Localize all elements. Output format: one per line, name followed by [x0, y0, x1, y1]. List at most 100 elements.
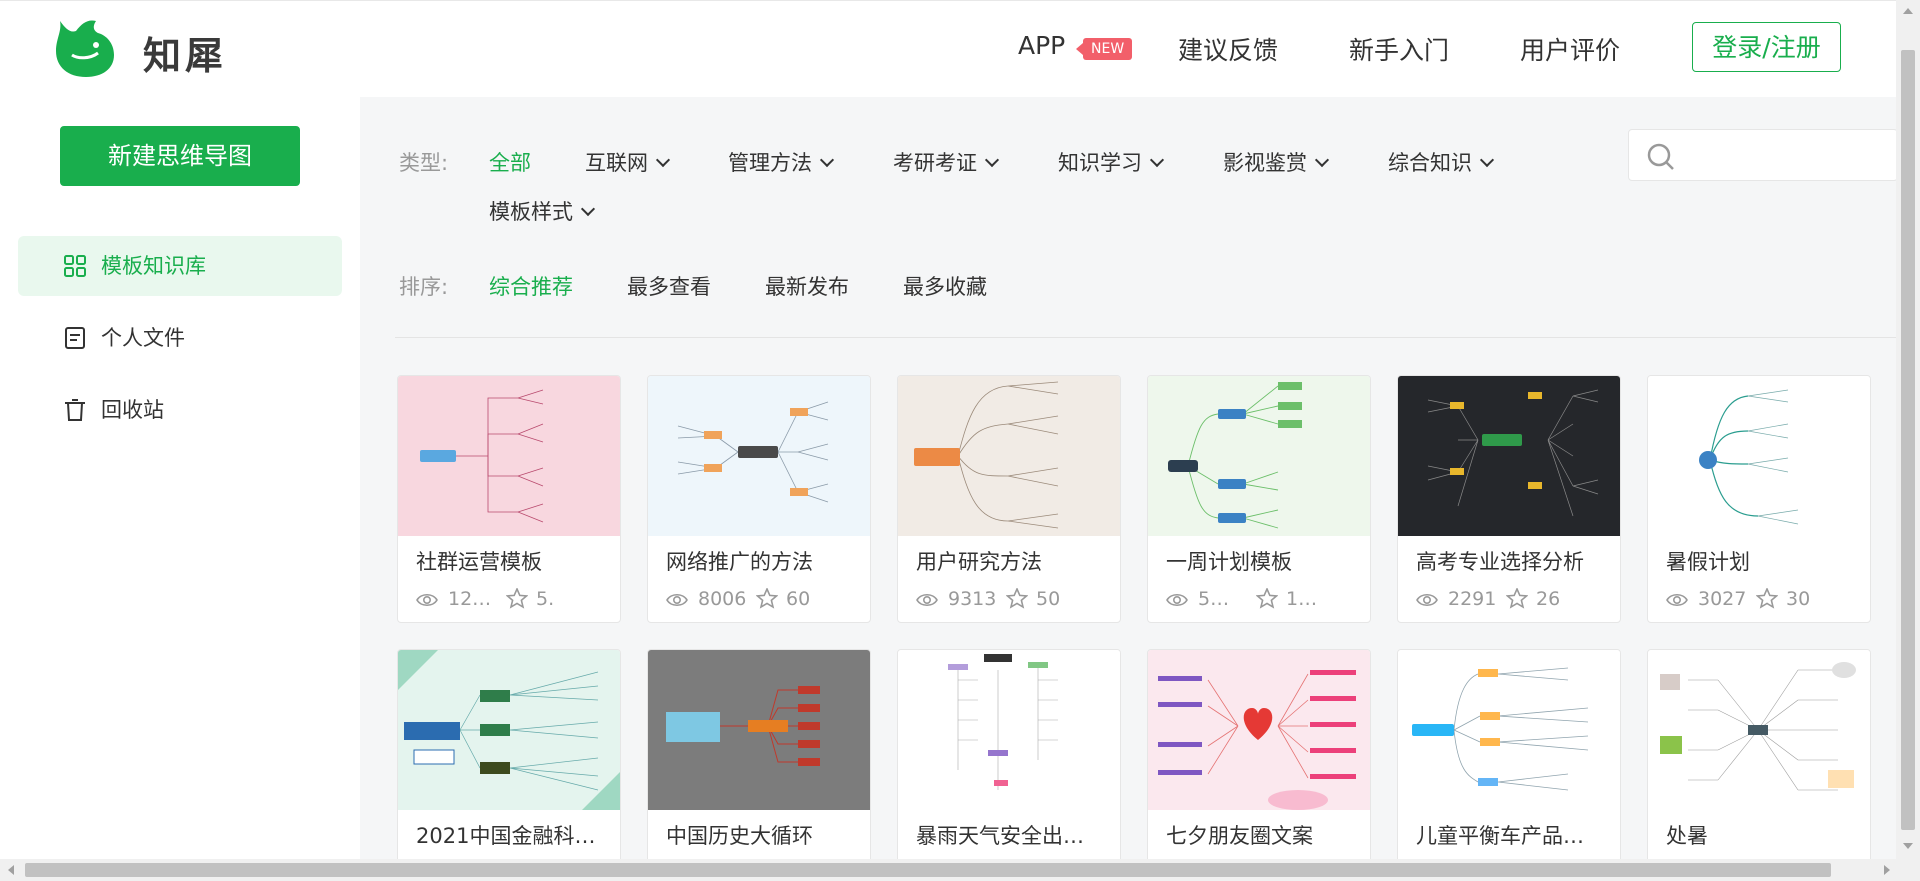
sidebar-item-label: 个人文件: [101, 326, 185, 350]
filter-label: 考研考证: [893, 151, 977, 175]
sidebar-item-personal-files[interactable]: 个人文件: [18, 308, 342, 368]
sidebar-item-templates[interactable]: 模板知识库: [18, 236, 342, 296]
scroll-up-arrow-icon[interactable]: [1903, 8, 1913, 14]
sort-newest[interactable]: 最新发布: [765, 275, 849, 299]
chevron-down-icon: [1314, 152, 1330, 168]
card-stats: 8006 60: [666, 587, 816, 610]
template-card[interactable]: 社群运营模板 12… 5.: [397, 375, 621, 623]
card-title: 中国历史大循环: [666, 824, 813, 848]
thumb-bg: [1148, 376, 1370, 536]
card-title: 用户研究方法: [916, 550, 1042, 574]
nav-app[interactable]: APP: [1018, 31, 1066, 60]
card-stats: 3027 30: [1666, 587, 1816, 610]
new-badge: NEW: [1075, 38, 1133, 60]
main-content: 类型: 全部 互联网 管理方法 考研考证 知识学习 影视鉴赏 综合知识 模板样式…: [360, 97, 1898, 869]
card-title: 处暑: [1666, 824, 1708, 848]
filter-general-knowledge[interactable]: 综合知识: [1388, 147, 1495, 177]
mindmap-thumbnail: [1398, 650, 1620, 810]
sort-recommended[interactable]: 综合推荐: [489, 275, 573, 299]
filter-learning[interactable]: 知识学习: [1058, 147, 1165, 177]
filter-label: 影视鉴赏: [1223, 151, 1307, 175]
filter-exams[interactable]: 考研考证: [893, 147, 1000, 177]
template-card[interactable]: 高考专业选择分析 2291 26: [1397, 375, 1621, 623]
card-stats: 12… 5.: [416, 587, 566, 610]
scroll-down-arrow-icon[interactable]: [1903, 843, 1913, 849]
view-count: 2291: [1448, 588, 1497, 610]
eye-icon: [1666, 593, 1688, 607]
divider: [395, 337, 1898, 338]
grid-icon: [64, 255, 86, 277]
star-count: 1…: [1286, 588, 1317, 610]
sidebar-item-recycle-bin[interactable]: 回收站: [18, 380, 342, 440]
template-card[interactable]: 中国历史大循环: [647, 649, 871, 869]
eye-icon: [416, 593, 438, 607]
card-title: 社群运营模板: [416, 550, 542, 574]
template-card[interactable]: 网络推广的方法 8006 60: [647, 375, 871, 623]
card-title: 七夕朋友圈文案: [1166, 824, 1313, 848]
filter-label: 互联网: [585, 151, 648, 175]
template-card[interactable]: 七夕朋友圈文案: [1147, 649, 1371, 869]
sort-most-viewed[interactable]: 最多查看: [627, 275, 711, 299]
star-icon: [755, 587, 779, 609]
horizontal-scroll-thumb[interactable]: [25, 863, 1831, 877]
nav-feedback[interactable]: 建议反馈: [1178, 36, 1279, 65]
brand-name[interactable]: 知犀: [143, 34, 228, 78]
top-header: 知犀 APP NEW 建议反馈 新手入门 用户评价 登录/注册: [0, 0, 1896, 98]
star-count: 30: [1786, 588, 1811, 610]
filter-label: 知识学习: [1058, 151, 1142, 175]
mindmap-thumbnail: [898, 376, 1120, 536]
filter-all[interactable]: 全部: [489, 151, 531, 175]
rhino-logo-icon[interactable]: [52, 17, 118, 79]
template-card[interactable]: 用户研究方法 9313 50: [897, 375, 1121, 623]
filter-internet[interactable]: 互联网: [585, 147, 671, 177]
star-icon: [1255, 587, 1279, 609]
mindmap-thumbnail: [398, 376, 620, 536]
chevron-down-icon: [1479, 152, 1495, 168]
filter-template-style[interactable]: 模板样式: [489, 196, 596, 226]
vertical-scrollbar[interactable]: [1896, 0, 1920, 859]
card-stats: 9313 50: [916, 587, 1066, 610]
search-input[interactable]: [1685, 138, 1889, 174]
sidebar-item-label: 模板知识库: [101, 254, 206, 278]
mindmap-thumbnail: [1148, 650, 1370, 810]
card-title: 网络推广的方法: [666, 550, 813, 574]
template-card[interactable]: 暴雨天气安全出…: [897, 649, 1121, 869]
eye-icon: [1416, 593, 1438, 607]
template-card[interactable]: 处暑: [1647, 649, 1871, 869]
view-count: 9313: [948, 588, 997, 610]
template-card[interactable]: 儿童平衡车产品…: [1397, 649, 1621, 869]
login-register-button[interactable]: 登录/注册: [1692, 22, 1841, 72]
chevron-down-icon: [819, 152, 835, 168]
filter-film[interactable]: 影视鉴赏: [1223, 147, 1330, 177]
mindmap-thumbnail: [1648, 376, 1870, 536]
filter-label: 模板样式: [489, 200, 573, 224]
scroll-left-arrow-icon[interactable]: [8, 865, 14, 875]
scroll-right-arrow-icon[interactable]: [1884, 865, 1890, 875]
sort-most-favorited[interactable]: 最多收藏: [903, 275, 987, 299]
type-filter-label: 类型:: [399, 151, 449, 175]
star-icon: [505, 587, 529, 609]
chevron-down-icon: [984, 152, 1000, 168]
eye-icon: [666, 593, 688, 607]
template-card[interactable]: 暑假计划 3027 30: [1647, 375, 1871, 623]
card-title: 高考专业选择分析: [1416, 550, 1584, 574]
view-count: 5…: [1198, 588, 1230, 610]
sort-label: 排序:: [399, 275, 449, 299]
filter-management[interactable]: 管理方法: [728, 147, 835, 177]
star-count: 5.: [536, 588, 555, 610]
nav-beginner-guide[interactable]: 新手入门: [1349, 36, 1450, 65]
vertical-scroll-thumb[interactable]: [1901, 50, 1915, 830]
card-title: 一周计划模板: [1166, 550, 1292, 574]
template-card[interactable]: 一周计划模板 5… 1…: [1147, 375, 1371, 623]
chevron-down-icon: [1149, 152, 1165, 168]
horizontal-scrollbar[interactable]: [0, 859, 1920, 881]
thumb-bg: [1648, 376, 1870, 536]
nav-user-reviews[interactable]: 用户评价: [1520, 36, 1621, 65]
star-count: 26: [1536, 588, 1561, 610]
template-card[interactable]: 2021中国金融科…: [397, 649, 621, 869]
thumb-bg: [1398, 376, 1620, 536]
sidebar: 新建思维导图 模板知识库 个人文件 回收站: [0, 97, 360, 859]
new-mindmap-button[interactable]: 新建思维导图: [60, 126, 300, 186]
eye-icon: [1166, 593, 1188, 607]
search-box[interactable]: [1628, 129, 1898, 181]
